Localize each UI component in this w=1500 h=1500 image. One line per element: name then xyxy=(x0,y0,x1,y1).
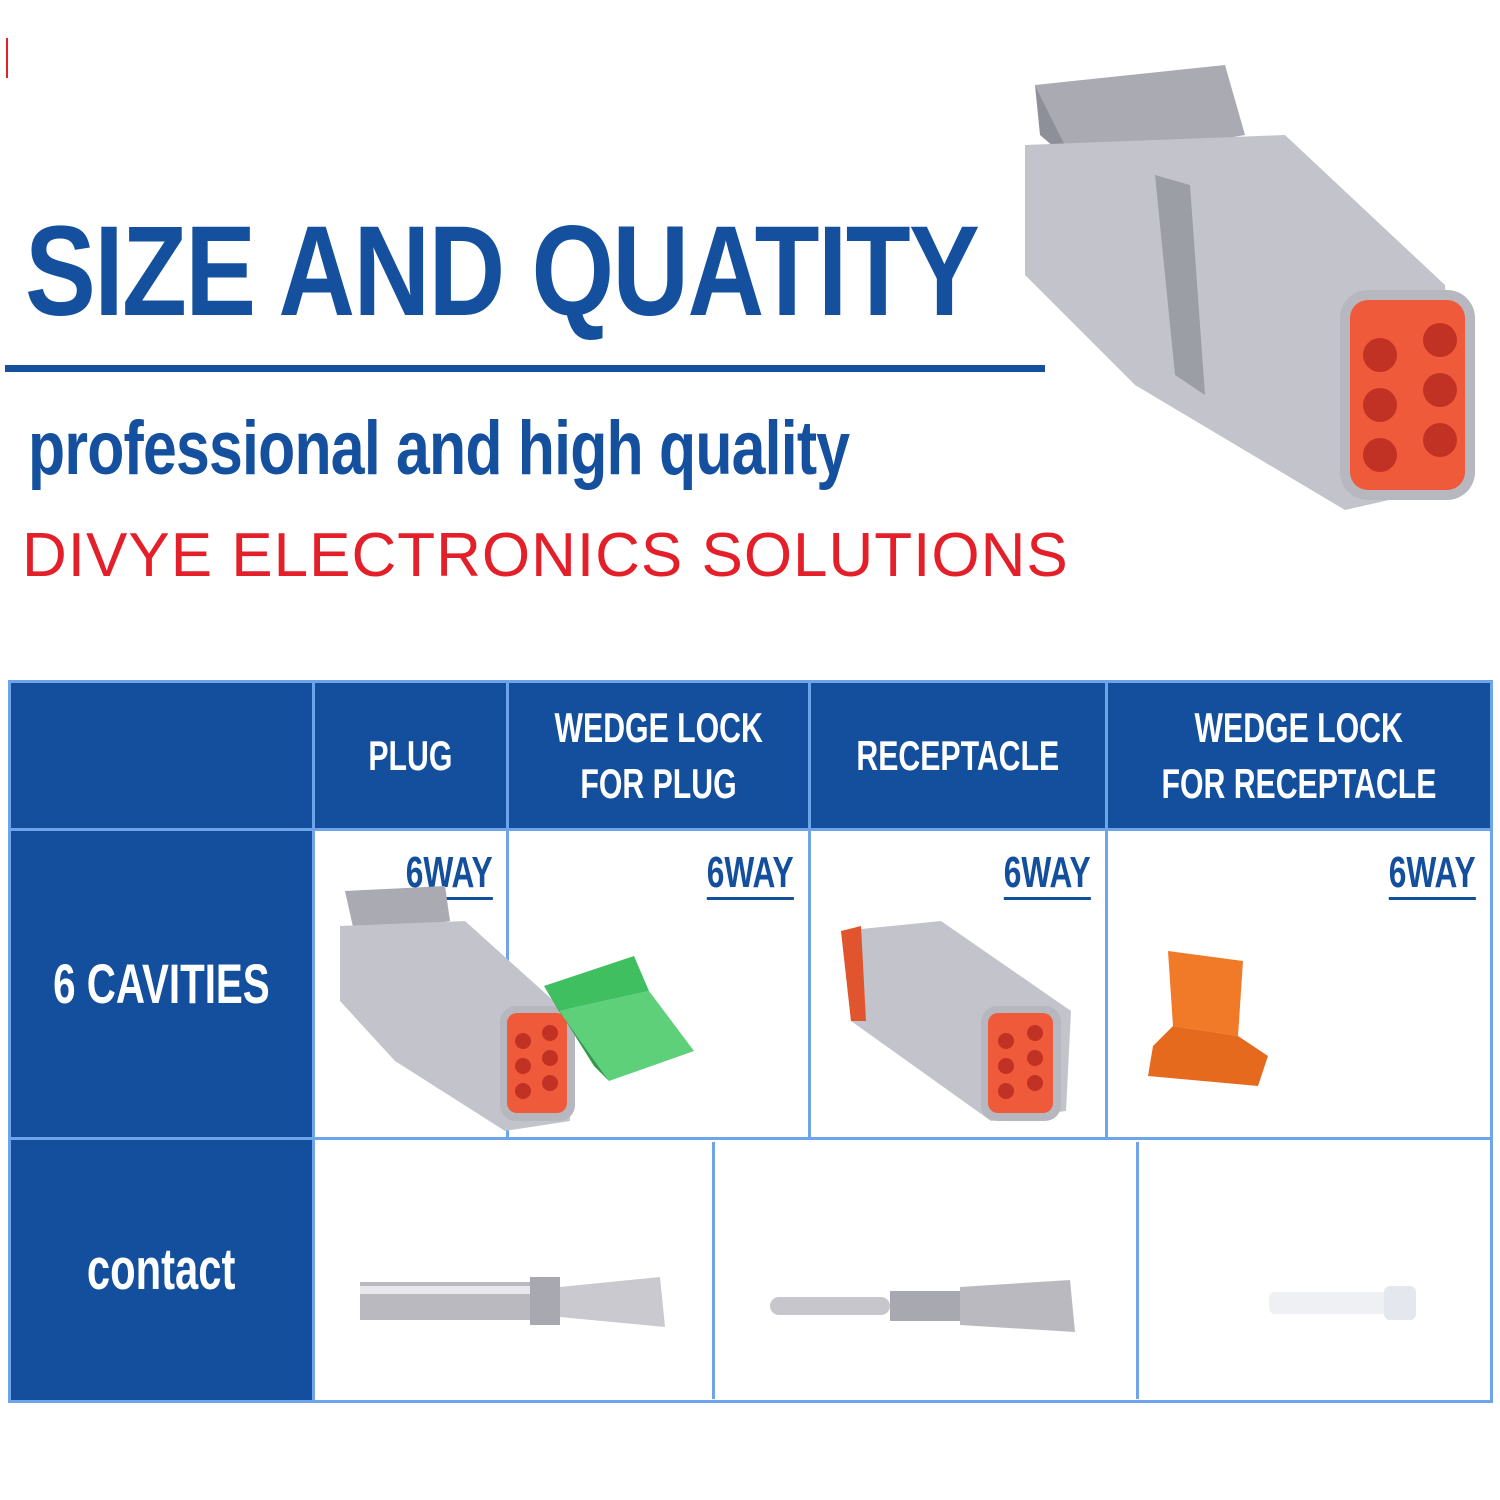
page-title: SIZE AND QUATITY xyxy=(25,200,980,343)
header-plug: PLUG xyxy=(311,680,510,831)
table-row: 6 CAVITIES 6WAY 6WAY 6WAY xyxy=(8,828,1493,1140)
table-row: contact xyxy=(8,1137,1494,1403)
cell-plug: 6WAY xyxy=(311,828,575,1140)
orange-wedge-lock-image xyxy=(1148,951,1269,1086)
table-header-row: PLUG WEDGE LOCK FOR PLUG RECEPTACLE WEDGE… xyxy=(8,680,1493,831)
header-wedge-lock-receptacle: WEDGE LOCK FOR RECEPTACLE xyxy=(1105,680,1493,831)
way-label: 6WAY xyxy=(1389,849,1476,900)
subtitle: professional and high quality xyxy=(28,406,850,491)
green-wedge-lock-image xyxy=(544,956,695,1081)
pin-contact-image xyxy=(769,1279,1075,1332)
header-label: WEDGE LOCK xyxy=(1194,703,1404,751)
way-label: 6WAY xyxy=(1004,849,1092,900)
header-label: FOR PLUG xyxy=(580,759,737,807)
sealing-plug-cell xyxy=(1139,1142,1490,1399)
header-label: RECEPTACLE xyxy=(856,731,1060,779)
row-label-text: contact xyxy=(87,1237,236,1302)
sealing-plug-image xyxy=(1268,1285,1416,1320)
red-mark xyxy=(6,38,8,78)
title-divider xyxy=(5,365,1045,372)
row-label-text: 6 CAVITIES xyxy=(53,952,270,1015)
pin-contact-cell xyxy=(715,1141,1139,1399)
header-label: WEDGE LOCK xyxy=(554,703,763,751)
header-wedge-lock-plug: WEDGE LOCK FOR PLUG xyxy=(506,680,811,831)
parts-table: PLUG WEDGE LOCK FOR PLUG RECEPTACLE WEDGE… xyxy=(8,680,1494,1403)
contacts-cell xyxy=(311,1137,1494,1403)
cell-wedge-lock-receptacle: 6WAY xyxy=(1105,828,1493,1140)
header-label: FOR RECEPTACLE xyxy=(1161,759,1437,807)
cell-receptacle: 6WAY xyxy=(807,828,1109,1140)
brand-name: DIVYE ELECTRONICS SOLUTIONS xyxy=(22,521,1069,590)
header-receptacle: RECEPTACLE xyxy=(807,680,1109,831)
socket-contact-image xyxy=(359,1276,665,1327)
hero-connector-image xyxy=(1025,65,1475,510)
header-label: PLUG xyxy=(368,731,453,779)
socket-contact-cell xyxy=(315,1141,715,1399)
row-label: contact xyxy=(8,1137,315,1403)
receptacle-image xyxy=(840,921,1071,1121)
header-empty-cell xyxy=(8,680,315,831)
way-label: 6WAY xyxy=(707,849,794,900)
cell-wedge-lock-plug: 6WAY xyxy=(506,828,811,1140)
row-label: 6 CAVITIES xyxy=(8,828,315,1140)
